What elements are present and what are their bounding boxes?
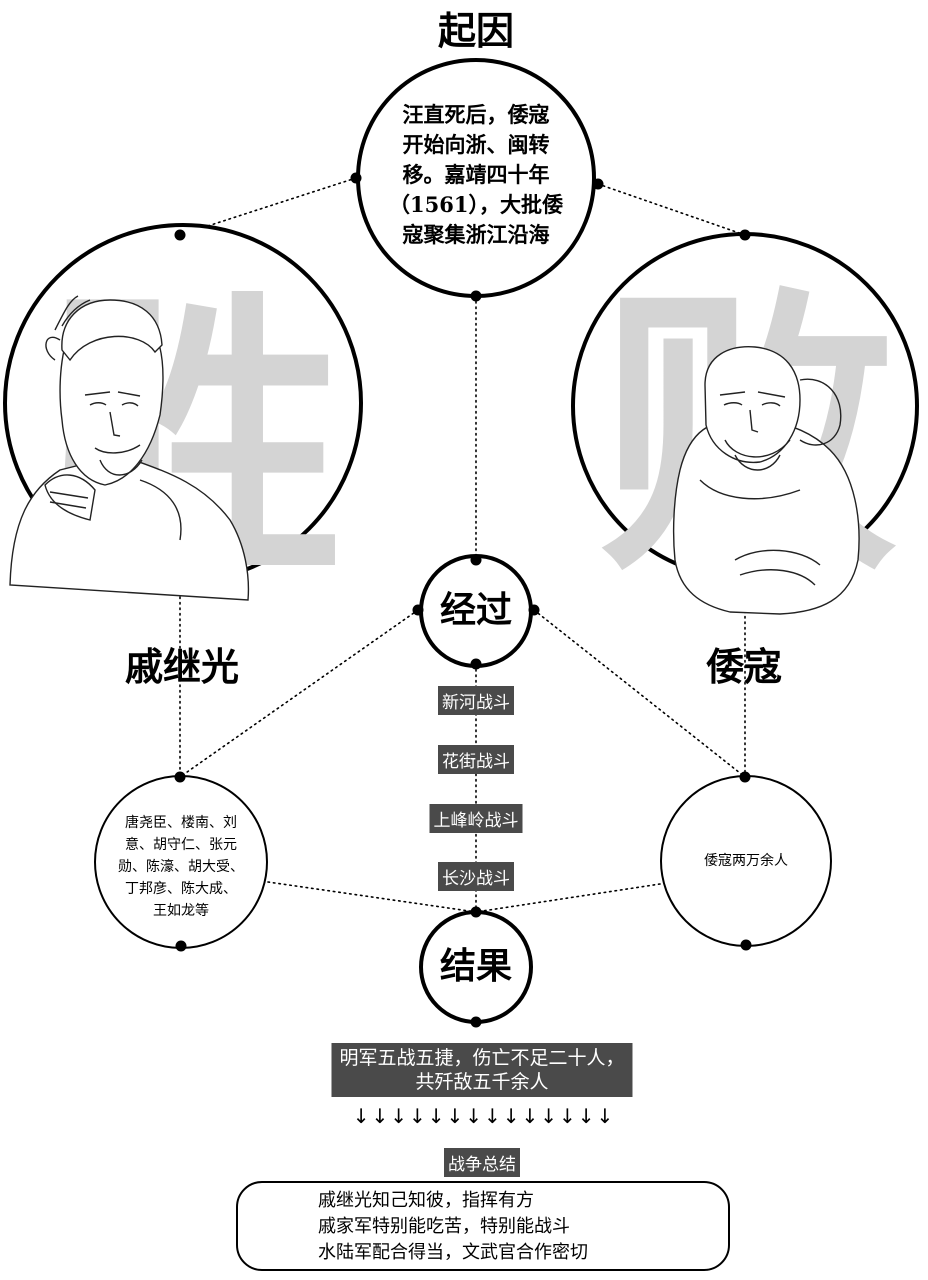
summary-line: 水陆军配合得当，文武官合作密切 [318,1242,588,1263]
summary-text: 戚继光知己知彼，指挥有方 戚家军特别能吃苦，特别能战斗 水陆军配合得当，文武官合… [318,1188,588,1266]
battle-tag: 新河战斗 [438,686,514,715]
generals-line: 勋、陈濠、胡大受、 [118,859,244,875]
battle-tag: 花街战斗 [438,745,514,774]
pirate-portrait-icon [672,346,860,615]
cause-text: 汪直死后，倭寇 开始向浙、闽转 移。嘉靖四十年 （1561），大批倭 寇聚集浙江… [366,100,586,250]
battle-tag: 上峰岭战斗 [429,804,523,833]
cause-line: 开始向浙、闽转 [402,132,550,157]
down-arrows-icon: ↓↓↓↓↓↓↓↓↓↓↓↓↓↓ [352,1104,616,1128]
cause-line: （1561），大批倭 [389,192,563,217]
cause-title: 起因 [437,8,515,53]
battle-tag: 长沙战斗 [438,862,514,891]
connector-dots [174,172,752,1028]
result-line: 共歼敌五千余人 [415,1071,549,1093]
result-box: 明军五战五捷，伤亡不足二十人， 共歼敌五千余人 [331,1043,633,1097]
cause-line: 移。嘉靖四十年 [402,162,550,187]
result-title: 结果 [439,945,512,987]
summary-title: 战争总结 [444,1148,520,1177]
cause-line: 汪直死后，倭寇 [402,102,550,127]
summary-box [236,1181,730,1271]
process-title: 经过 [439,589,512,631]
generals-line: 意、胡守仁、张元 [125,837,237,853]
generals-line: 唐尧臣、楼南、刘 [125,815,237,831]
generals-line: 王如龙等 [153,903,209,919]
pirate-force-text: 倭寇两万余人 [704,853,788,869]
generals-text: 唐尧臣、楼南、刘 意、胡守仁、张元 勋、陈濠、胡大受、 丁邦彦、陈大成、 王如龙… [106,812,256,922]
cause-line: 寇聚集浙江沿海 [402,222,550,247]
result-line: 明军五战五捷，伤亡不足二十人， [339,1047,625,1069]
general-portrait-icon [9,295,250,601]
generals-line: 丁邦彦、陈大成、 [125,881,237,897]
summary-line: 戚继光知己知彼，指挥有方 [318,1190,534,1211]
summary-line: 戚家军特别能吃苦，特别能战斗 [318,1216,570,1237]
qi-jiguang-name: 戚继光 [124,644,240,689]
wokou-name: 倭寇 [705,644,783,689]
